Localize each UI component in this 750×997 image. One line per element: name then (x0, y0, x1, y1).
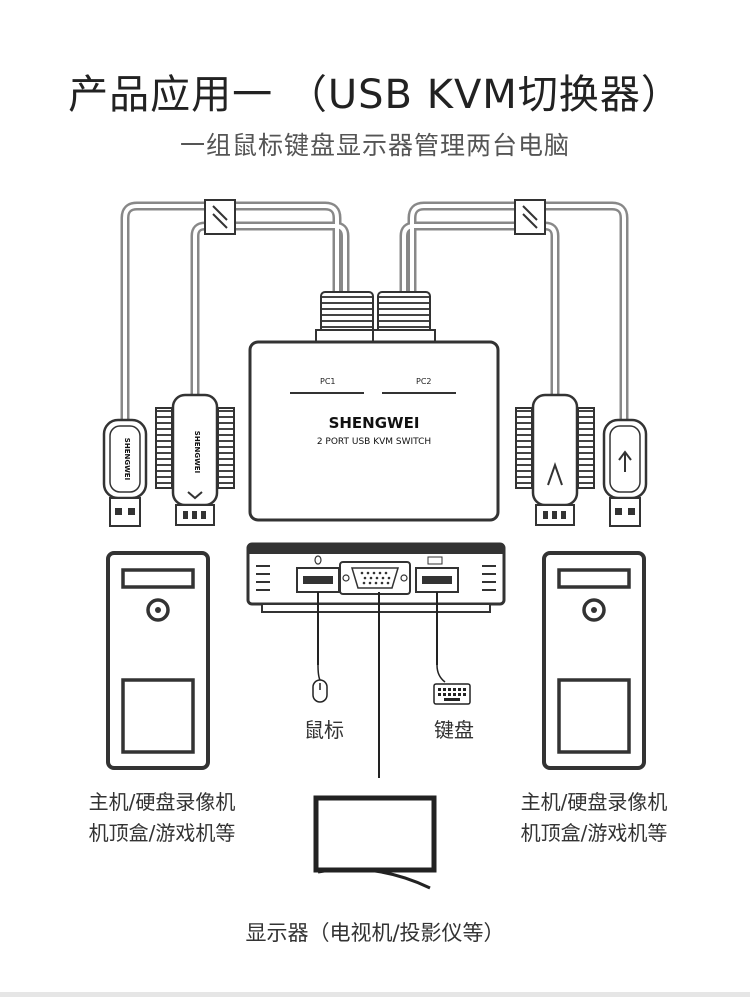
port-label-pc1: PC1 (320, 377, 336, 386)
left-pc-caption-line2: 机顶盒/游戏机等 (88, 821, 236, 845)
right-pc-tower-icon (542, 551, 646, 770)
page-subtitle: 一组鼠标键盘显示器管理两台电脑 (179, 131, 570, 160)
left-vga-plug: SHENGWEI (155, 393, 235, 526)
connector-pc1 (315, 291, 379, 345)
left-vga-plug-brand: SHENGWEI (193, 431, 201, 473)
left-pc-caption: 主机/硬盘录像机 机顶盒/游戏机等 (52, 787, 272, 849)
device-brand: SHENGWEI (329, 414, 420, 432)
page-title: 产品应用一 （USB KVM切换器） (68, 72, 682, 118)
monitor-icon (313, 795, 437, 890)
left-usb-plug-brand: SHENGWEI (123, 438, 131, 480)
left-pc-tower-icon (106, 551, 210, 770)
device-model: 2 PORT USB KVM SWITCH (317, 437, 431, 447)
right-pc-caption-line1: 主机/硬盘录像机 (520, 790, 668, 814)
footer-divider (0, 992, 750, 997)
mouse-label: 鼠标 (304, 718, 344, 742)
connector-pc2 (372, 291, 436, 345)
keyboard-label: 键盘 (434, 718, 474, 742)
right-usb-plug (602, 418, 648, 527)
mouse-icon (312, 664, 328, 703)
front-keyboard-indicator-icon (427, 556, 443, 565)
left-pc-caption-line1: 主机/硬盘录像机 (88, 790, 236, 814)
kvm-device-front (246, 542, 506, 613)
right-pc-caption: 主机/硬盘录像机 机顶盒/游戏机等 (484, 787, 704, 849)
kvm-device-top (248, 340, 500, 522)
right-vga-plug (515, 393, 595, 526)
port-label-pc2: PC2 (416, 377, 432, 386)
left-usb-plug: SHENGWEI (102, 418, 148, 527)
right-cable-clip (514, 199, 546, 235)
keyboard-icon (433, 664, 471, 705)
right-pc-caption-line2: 机顶盒/游戏机等 (520, 821, 668, 845)
left-cable-clip (204, 199, 236, 235)
display-caption: 显示器（电视机/投影仪等） (245, 921, 505, 945)
front-mouse-indicator-icon (314, 555, 322, 565)
